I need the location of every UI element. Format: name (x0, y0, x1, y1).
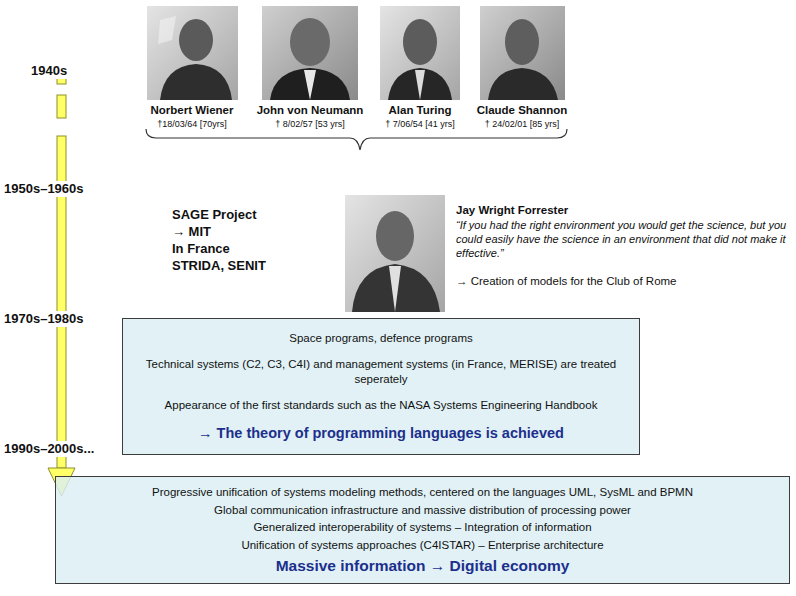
key-statement: Massive information → Digital economy (276, 556, 570, 575)
person-name: John von Neumann (251, 103, 369, 117)
box-text: Space programs, defence programs (289, 331, 472, 345)
era-label: 1950s–1960s (3, 181, 85, 197)
era-box: Space programs, defence programsTechnica… (122, 318, 640, 455)
era-label: 1970s–1980s (3, 311, 85, 327)
key-statement: → The theory of programming languages is… (198, 424, 564, 442)
box-text: Global communication infrastructure and … (214, 503, 631, 517)
box-text: Appearance of the first standards such a… (165, 398, 598, 412)
portrait-photo (147, 6, 238, 100)
note-text: → Creation of models for the Club of Rom… (456, 274, 790, 288)
era-box: Progressive unification of systems model… (55, 476, 790, 584)
project-text: STRIDA, SENIT (172, 258, 322, 274)
person-name: Alan Turing (362, 103, 478, 117)
timeline-arrow (48, 70, 75, 496)
era-label: 1990s–2000s... (3, 441, 95, 457)
box-text: Technical systems (C2, C3, C4I) and mana… (135, 357, 627, 386)
box-text: Generalized interoperability of systems … (253, 520, 591, 534)
project-text: In France (172, 241, 322, 257)
portrait-photo (480, 6, 565, 100)
death-date: † 8/02/57 [53 yrs] (251, 119, 369, 130)
project-text: SAGE Project (172, 207, 322, 223)
death-date: †18/03/64 [70yrs] (133, 119, 251, 130)
person-name: Norbert Wiener (133, 103, 251, 117)
quote-text: “If you had the right environment you wo… (456, 219, 790, 260)
box-text: Progressive unification of systems model… (152, 485, 693, 499)
box-text: Unification of systems approaches (C4IST… (241, 538, 603, 552)
brace (146, 129, 567, 150)
era-label: 1940s (30, 63, 68, 79)
portrait-photo (345, 195, 445, 312)
portrait-photo (380, 6, 460, 100)
person-name: Claude Shannon (464, 103, 580, 117)
project-text: → MIT (172, 224, 322, 240)
portrait-photo (262, 6, 358, 100)
death-date: † 7/06/54 [41 yrs] (362, 119, 478, 130)
death-date: † 24/02/01 [85 yrs] (464, 119, 580, 130)
person-name: Jay Wright Forrester (456, 203, 756, 217)
